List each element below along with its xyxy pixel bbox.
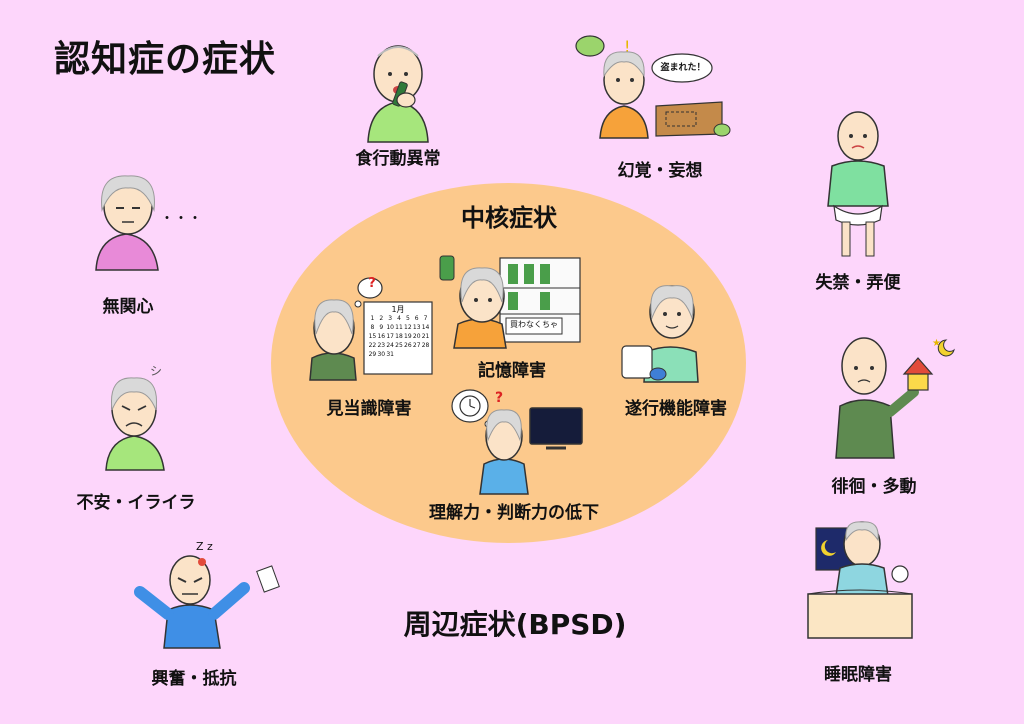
calendar-day: 1 [370,315,375,322]
calendar-day: 11 [395,324,403,331]
label-anxiety-irritation: 不安・イライラ [76,493,196,513]
comprehension-decline-illustration [451,389,583,495]
calendar-day: 16 [377,333,386,340]
zzz-marks-agitation: Z z [196,540,213,553]
label-incontinence: 失禁・弄便 [815,273,901,293]
calendar-day: 12 [404,324,412,331]
agitation-illustration [134,555,280,649]
core-symptoms-title: 中核症状 [461,204,557,232]
speech-bubble-stolen: 盗まれた！ [660,63,706,73]
eating-person-illustration [367,45,429,143]
calendar-day: 20 [412,333,421,340]
incontinence-illustration [827,111,889,257]
label-agitation-resistance: 興奮・抵抗 [151,669,237,689]
calendar-month: 1月 [391,305,405,314]
calendar-day: 29 [368,351,377,358]
label-disorientation: 見当識障害 [326,399,412,419]
label-executive-dysfunction: 遂行機能障害 [625,399,727,419]
label-memory-impairment: 記憶障害 [478,361,546,381]
calendar-day: 14 [421,324,430,331]
calendar-day: 8 [370,324,375,331]
calendar-day: 28 [421,342,430,349]
executive-dysfunction-illustration [621,285,699,383]
calendar-day: 21 [421,333,430,340]
label-comprehension-judgment-decline: 理解力・判断力の低下 [429,503,599,523]
calendar-day: 24 [386,342,394,349]
label-apathy: 無関心 [102,297,154,317]
diagram-title: 認知症の症状 [54,39,277,80]
calendar-day: 31 [386,351,394,358]
calendar-day: 25 [395,342,403,349]
calendar-day: 23 [377,342,386,349]
hallucination-illustration: ! [575,35,731,139]
label-eating-abnormality: 食行動異常 [355,149,441,169]
calendar-day: 4 [397,315,401,322]
fridge-note: 買わなくちゃ [510,320,558,329]
peripheral-symptoms-title: 周辺症状(BPSD) [403,608,627,641]
calendar-day: 22 [368,342,377,349]
calendar-day: 2 [379,315,384,322]
calendar-day: 5 [405,315,410,322]
calendar-day: 19 [404,333,412,340]
calendar-day: 7 [423,315,428,322]
calendar-day: 17 [386,333,394,340]
tension-marks: シ [150,364,163,378]
calendar-day: 10 [386,324,394,331]
apathy-illustration [95,175,159,271]
calendar-day: 9 [379,324,384,331]
calendar-day: 18 [395,333,403,340]
ellipsis-thought: ・・・ [160,211,202,227]
question-mark-calendar: ? [368,276,376,291]
memory-impairment-illustration [439,255,581,349]
wandering-illustration: ★ [835,337,955,459]
calendar-day: 13 [412,324,421,331]
calendar-day: 26 [404,342,412,349]
svg-text:!: ! [624,37,630,56]
label-hallucination-delusion: 幻覚・妄想 [617,161,703,181]
anxiety-illustration [105,377,165,471]
calendar-day: 30 [377,351,386,358]
calendar-day: 27 [412,342,421,349]
svg-text:★: ★ [932,338,941,349]
sleep-disorder-illustration [807,521,913,639]
label-wandering-hyperactivity: 徘徊・多動 [831,477,917,497]
disorientation-illustration [309,277,433,381]
label-sleep-disorder: 睡眠障害 [824,665,892,685]
calendar-day: 6 [414,315,419,322]
calendar-day: 15 [368,333,377,340]
calendar-day: 3 [388,315,393,322]
question-mark-tv: ? [494,390,504,406]
